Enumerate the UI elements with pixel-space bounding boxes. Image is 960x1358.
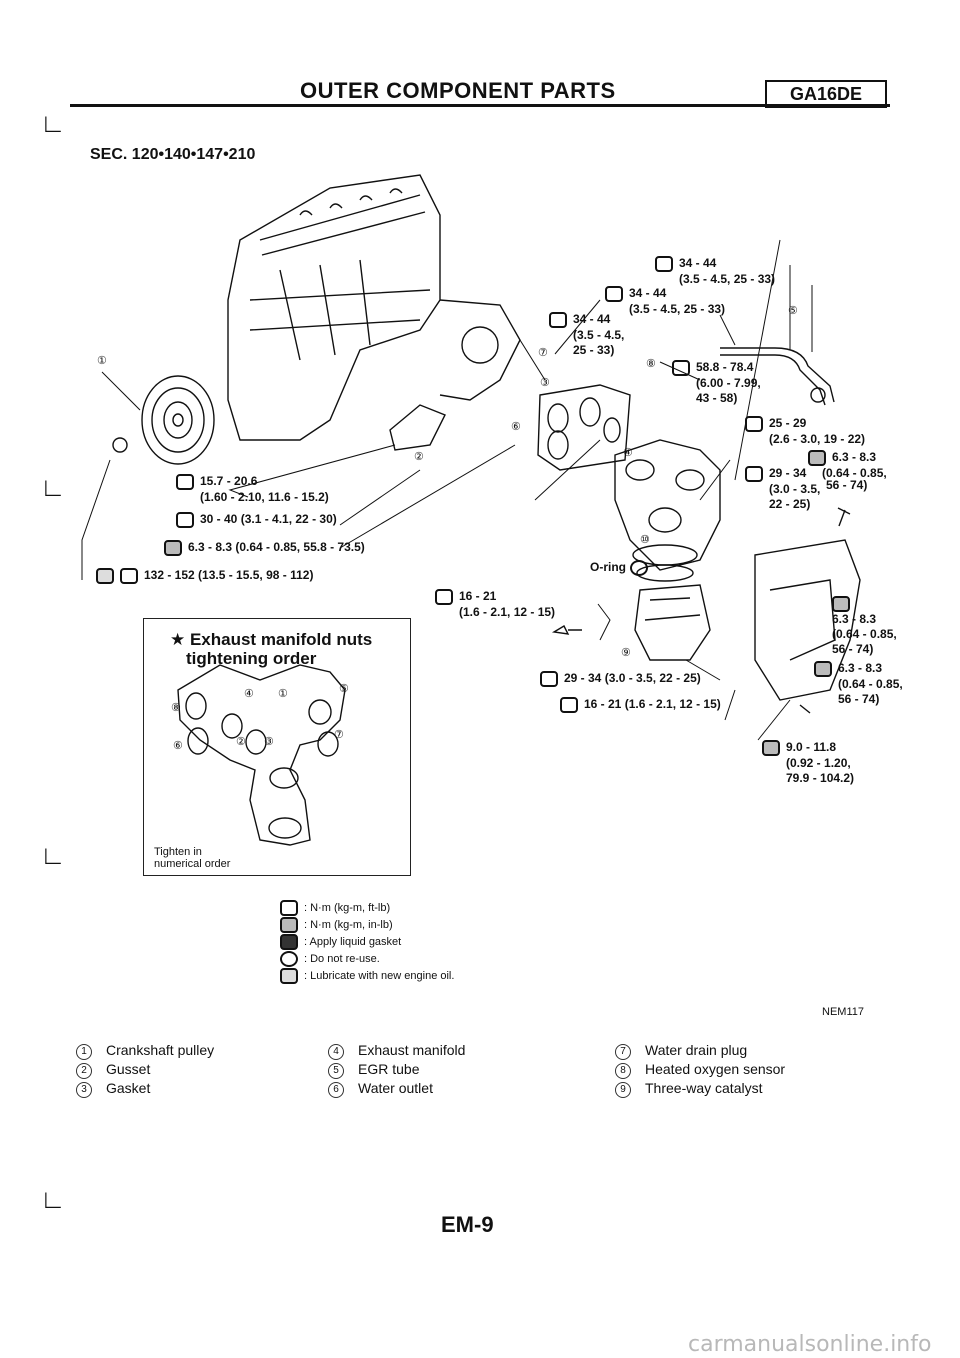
torque-spec-3: 34 - 44 (3.5 - 4.5, 25 - 33) (549, 312, 624, 358)
callout-8: ⑧ (646, 358, 656, 370)
torque-nm-inlb-icon (280, 917, 298, 934)
torque-nm-ftlb-icon (280, 900, 298, 917)
binding-mark-icon: ∟ (40, 472, 66, 502)
figure-code: NEM117 (822, 1006, 864, 1018)
legend-row: : Do not re-use. (280, 951, 454, 968)
page-title: OUTER COMPONENT PARTS (300, 78, 616, 103)
legend-row: : Apply liquid gasket (280, 934, 454, 951)
binding-mark-icon: ∟ (40, 108, 66, 138)
torque-spec-8: 15.7 - 20.6 (1.60 - 2.10, 11.6 - 15.2) (176, 474, 329, 505)
inset-callout: ① (278, 688, 288, 700)
torque-spec-10: 6.3 - 8.3 (0.64 - 0.85, 55.8 - 73.5) (164, 540, 365, 556)
oring-label: O-ring (590, 560, 654, 576)
torque-spec-2: 34 - 44 (3.5 - 4.5, 25 - 33) (605, 286, 725, 317)
torque-nm-ftlb-icon (176, 474, 194, 490)
torque-nm-ftlb-icon (745, 416, 763, 432)
do-not-reuse-icon (280, 951, 298, 968)
inset-callout: ⑥ (173, 740, 183, 752)
callout-1: ① (97, 355, 107, 367)
torque-nm-inlb-icon (832, 596, 850, 612)
torque-spec-14: 6.3 - 8.3 (0.64 - 0.85, 56 - 74) (814, 661, 903, 707)
panel-title: ★ Exhaust manifold nuts tightening order (170, 630, 373, 668)
callout-3: ③ (540, 377, 550, 389)
legend-row: : N·m (kg-m, ft-lb) (280, 900, 454, 917)
lubricate-oil-icon (96, 568, 114, 584)
torque-nm-ftlb-icon (120, 568, 138, 584)
torque-spec-12: 16 - 21 (1.6 - 2.1, 12 - 15) (435, 589, 555, 620)
torque-nm-inlb-icon (814, 661, 832, 677)
legend-row: : N·m (kg-m, in-lb) (280, 917, 454, 934)
torque-nm-inlb-icon (164, 540, 182, 556)
torque-spec-4: 58.8 - 78.4 (6.00 - 7.99, 43 - 58) (672, 360, 761, 406)
torque-nm-ftlb-icon (605, 286, 623, 302)
torque-nm-inlb-icon (808, 450, 826, 466)
torque-spec-5: 25 - 29 (2.6 - 3.0, 19 - 22) (745, 416, 865, 447)
callout-9: ⑨ (621, 647, 631, 659)
torque-nm-ftlb-icon (560, 697, 578, 713)
engine-code-badge: GA16DE (765, 80, 887, 108)
symbol-legend: : N·m (kg-m, ft-lb) : N·m (kg-m, in-lb) … (280, 900, 454, 985)
inset-callout: ④ (244, 688, 254, 700)
torque-nm-inlb-icon (762, 740, 780, 756)
callout-7: ⑦ (538, 347, 548, 359)
callout-5: ⑤ (788, 305, 798, 317)
title-divider (70, 104, 890, 107)
callout-6: ⑥ (511, 421, 521, 433)
torque-spec-13: 6.3 - 8.3 (0.64 - 0.85, 56 - 74) (832, 596, 897, 657)
section-reference: SEC. 120•140•147•210 (90, 146, 256, 163)
inset-callout: ⑧ (171, 702, 181, 714)
torque-spec-6-cont: 56 - 74) (826, 478, 868, 492)
tightening-order-panel (143, 618, 411, 876)
torque-spec-11: 132 - 152 (13.5 - 15.5, 98 - 112) (96, 568, 313, 584)
torque-spec-1: 34 - 44 (3.5 - 4.5, 25 - 33) (655, 256, 775, 287)
torque-spec-15: 29 - 34 (3.0 - 3.5, 22 - 25) (540, 671, 701, 687)
callout-10: ⑩ (640, 534, 650, 546)
callout-2: ② (414, 451, 424, 463)
inset-callout: ③ (264, 736, 274, 748)
callout-4: ④ (623, 447, 633, 459)
lubricate-oil-icon (280, 968, 298, 985)
inset-callout: ⑦ (334, 729, 344, 741)
torque-nm-ftlb-icon (176, 512, 194, 528)
torque-nm-ftlb-icon (672, 360, 690, 376)
torque-nm-ftlb-icon (549, 312, 567, 328)
watermark: carmanualsonline.info (688, 1332, 932, 1357)
torque-spec-17: 9.0 - 11.8 (0.92 - 1.20, 79.9 - 104.2) (762, 740, 854, 786)
torque-nm-ftlb-icon (655, 256, 673, 272)
torque-spec-7: 29 - 34 (3.0 - 3.5, 22 - 25) (745, 466, 820, 512)
liquid-gasket-icon (280, 934, 298, 951)
torque-spec-6: 6.3 - 8.3 (0.64 - 0.85, (808, 450, 887, 481)
legend-row: : Lubricate with new engine oil. (280, 968, 454, 985)
inset-callout: ② (236, 736, 246, 748)
torque-nm-ftlb-icon (435, 589, 453, 605)
inset-callout: ⑤ (339, 683, 349, 695)
binding-mark-icon: ∟ (40, 840, 66, 870)
torque-nm-ftlb-icon (540, 671, 558, 687)
binding-mark-icon: ∟ (40, 1184, 66, 1214)
torque-spec-16: 16 - 21 (1.6 - 2.1, 12 - 15) (560, 697, 721, 713)
page-number: EM-9 (441, 1212, 494, 1237)
do-not-reuse-icon (630, 560, 648, 576)
torque-spec-9: 30 - 40 (3.1 - 4.1, 22 - 30) (176, 512, 337, 528)
torque-nm-ftlb-icon (745, 466, 763, 482)
panel-footer: Tighten in numerical order (154, 846, 231, 870)
